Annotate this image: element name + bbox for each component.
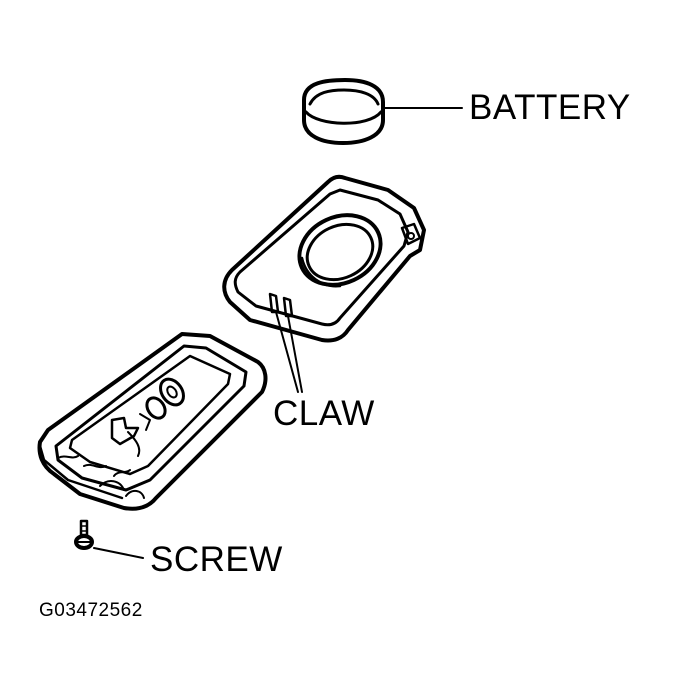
screw-label: SCREW <box>150 540 283 579</box>
claw-leader-lines <box>275 311 303 393</box>
claw-label: CLAW <box>273 394 375 433</box>
battery-label: BATTERY <box>469 88 631 127</box>
back-cover-case <box>222 174 426 343</box>
screw <box>74 519 94 550</box>
battery-coin-cell <box>302 78 385 145</box>
front-case <box>37 332 268 511</box>
screw-leader-line <box>93 547 144 559</box>
figure-code: G03472562 <box>39 600 143 621</box>
